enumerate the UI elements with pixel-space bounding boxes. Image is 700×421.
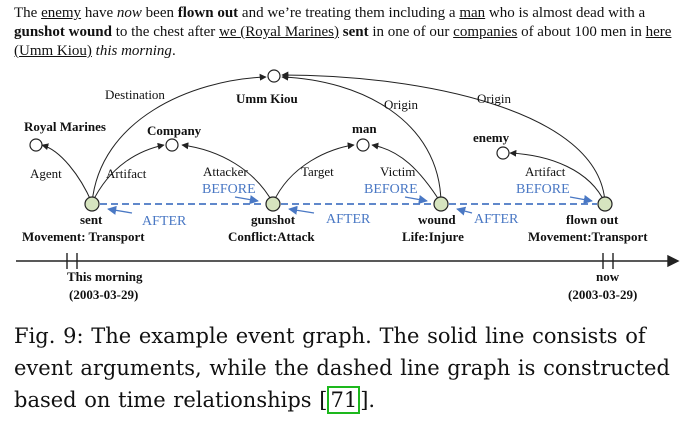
word-here: here (Umm Kiou) bbox=[14, 24, 672, 59]
label-royal-marines: Royal Marines bbox=[24, 119, 106, 134]
event-trigger-sent: sent bbox=[80, 212, 103, 227]
citation-link[interactable]: 71 bbox=[327, 386, 361, 414]
text-run: . bbox=[171, 43, 176, 59]
node-gunshot bbox=[265, 196, 281, 212]
entity-nodes bbox=[29, 69, 510, 160]
role-artifact: Artifact bbox=[525, 164, 566, 179]
argument-edges bbox=[41, 71, 606, 204]
before-arrow-1 bbox=[234, 195, 259, 205]
node-company bbox=[165, 138, 179, 152]
timeline-now: now bbox=[596, 269, 620, 284]
before-arrow-3 bbox=[569, 195, 593, 205]
edge-destination bbox=[91, 73, 267, 204]
temporal-before: BEFORE bbox=[364, 182, 418, 197]
temporal-before: BEFORE bbox=[202, 182, 256, 197]
node-royal-marines bbox=[29, 138, 43, 152]
edge-target bbox=[272, 142, 355, 204]
edge-victim bbox=[371, 142, 442, 204]
node-man bbox=[356, 138, 370, 152]
temporal-before: BEFORE bbox=[516, 182, 570, 197]
text-run: The bbox=[14, 5, 42, 21]
timeline bbox=[16, 253, 680, 269]
edge-attacker bbox=[181, 142, 274, 204]
caption-text: Fig. 9: The example event graph. The sol… bbox=[14, 324, 670, 412]
edge-artifact-enemy bbox=[509, 149, 606, 204]
after-arrow-1 bbox=[107, 205, 133, 215]
after-arrow-3 bbox=[456, 206, 473, 216]
citation-bracket: ] bbox=[360, 388, 369, 412]
text-run: and we’re treating them including a bbox=[238, 5, 460, 21]
caption-period: . bbox=[368, 388, 376, 412]
text-run: have bbox=[81, 5, 117, 21]
node-wound bbox=[433, 196, 449, 212]
role-victim: Victim bbox=[380, 164, 415, 179]
role-origin: Origin bbox=[384, 97, 418, 112]
edge-origin-flown-out bbox=[281, 71, 606, 204]
label-umm-kiou: Umm Kiou bbox=[236, 91, 298, 106]
event-trigger-gunshot: gunshot bbox=[251, 212, 296, 227]
event-nodes bbox=[84, 196, 613, 212]
timeline-now-date: (2003-03-29) bbox=[568, 287, 637, 302]
role-agent: Agent bbox=[30, 166, 62, 181]
node-flown-out bbox=[597, 196, 613, 212]
before-arrow-2 bbox=[404, 195, 428, 205]
node-enemy bbox=[496, 146, 510, 160]
word-enemy: enemy bbox=[41, 5, 82, 21]
text-run: been bbox=[141, 5, 178, 21]
word-sent: sent bbox=[342, 24, 369, 40]
edge-artifact-company bbox=[91, 142, 165, 204]
role-destination: Destination bbox=[105, 87, 165, 102]
text-run: of about 100 men in bbox=[517, 24, 646, 40]
edge-agent bbox=[41, 143, 93, 204]
role-artifact: Artifact bbox=[106, 166, 147, 181]
word-this-morning: this morning bbox=[95, 43, 172, 59]
event-trigger-flown-out: flown out bbox=[566, 212, 619, 227]
citation-bracket: [ bbox=[319, 388, 328, 412]
word-man: man bbox=[459, 5, 486, 21]
example-sentence: The enemy have now been flown out and we… bbox=[14, 4, 690, 61]
timeline-this-morning-date: (2003-03-29) bbox=[69, 287, 138, 302]
event-type-gunshot: Conflict:Attack bbox=[228, 229, 315, 244]
timeline-this-morning: This morning bbox=[67, 269, 143, 284]
after-arrow-2 bbox=[288, 205, 315, 215]
figure-caption: Fig. 9: The example event graph. The sol… bbox=[14, 320, 690, 416]
event-trigger-wound: wound bbox=[418, 212, 456, 227]
word-companies: companies bbox=[453, 24, 518, 40]
text-run: who is almost dead with a bbox=[485, 5, 646, 21]
label-company: Company bbox=[147, 123, 202, 138]
label-man: man bbox=[352, 121, 377, 136]
node-umm-kiou bbox=[267, 69, 281, 83]
text-run: in one of our bbox=[368, 24, 454, 40]
label-enemy: enemy bbox=[473, 130, 510, 145]
word-flown-out: flown out bbox=[177, 5, 239, 21]
word-royal-marines: we (Royal Marines) bbox=[219, 24, 339, 40]
node-sent bbox=[84, 196, 100, 212]
role-origin: Origin bbox=[477, 91, 511, 106]
role-attacker: Attacker bbox=[203, 164, 248, 179]
event-graph: Royal Marines Company Umm Kiou man enemy… bbox=[16, 69, 680, 302]
role-target: Target bbox=[301, 164, 334, 179]
timeline-arrowhead bbox=[667, 254, 680, 268]
event-type-sent: Movement: Transport bbox=[22, 229, 145, 244]
text-run: to the chest after bbox=[111, 24, 220, 40]
temporal-after: AFTER bbox=[326, 212, 371, 227]
event-type-flown-out: Movement:Transport bbox=[528, 229, 648, 244]
word-now: now bbox=[116, 5, 142, 21]
edge-origin-wound bbox=[281, 73, 442, 204]
temporal-after: AFTER bbox=[474, 212, 519, 227]
event-type-wound: Life:Injure bbox=[402, 229, 464, 244]
word-gunshot: gunshot bbox=[14, 24, 65, 40]
temporal-arrows bbox=[107, 195, 593, 216]
word-wound: wound bbox=[68, 24, 112, 40]
temporal-after: AFTER bbox=[142, 214, 187, 229]
